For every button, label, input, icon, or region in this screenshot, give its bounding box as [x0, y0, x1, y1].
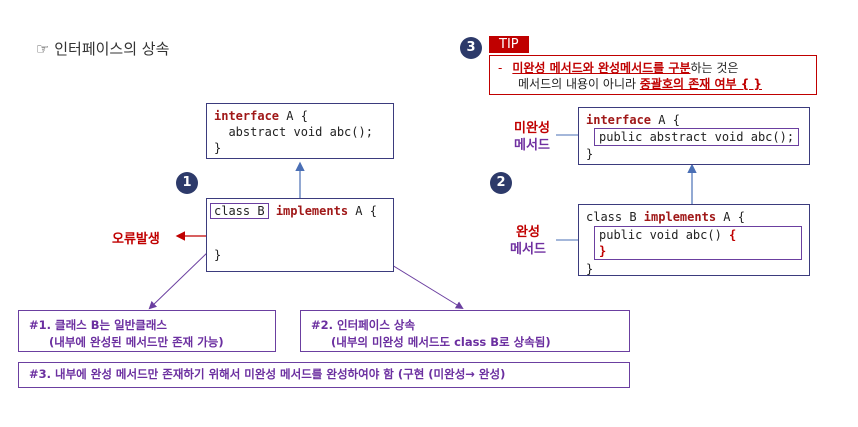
tip-line2: 메서드의 내용이 아니라 중괄호의 존재 여부 { }: [498, 76, 808, 92]
note-2-line2: (내부의 미완성 메서드도 class B로 상속됨): [331, 335, 551, 349]
right-implements-keyword: implements: [643, 210, 717, 224]
right-interface-line1: interface A {: [586, 112, 802, 128]
right-interface-box: interface A { public abstract void abc()…: [578, 107, 810, 165]
step-1-circle: 1: [176, 172, 198, 194]
step-2-circle: 2: [490, 172, 512, 194]
incomplete-label-line2: 메서드: [514, 138, 550, 153]
left-abstract-method: abstract void abc();: [214, 125, 373, 139]
page-title: ☞ 인터페이스의 상속: [36, 40, 170, 58]
note-1-line2: (내부에 완성된 메서드만 존재 가능): [49, 335, 224, 349]
step-3-circle: 3: [460, 37, 482, 59]
right-complete-method: public void abc() { }: [594, 226, 802, 260]
right-class-box: class B implements A { public void abc()…: [578, 204, 810, 276]
tip-badge: TIP: [489, 36, 529, 53]
left-interface-close: }: [214, 141, 222, 155]
complete-label-line1: 완성: [516, 225, 540, 240]
right-interface-name: A {: [651, 113, 680, 127]
tip-dash: -: [498, 61, 503, 75]
left-interface-box: interface A { abstract void abc(); }: [206, 103, 394, 159]
right-abstract-method: public abstract void abc();: [594, 128, 800, 146]
left-class-box: class B implements A { }: [206, 198, 394, 272]
note-1-line1: #1. 클래스 B는 일반클래스: [29, 318, 168, 332]
tip-box: -미완성 메서드와 완성메서드를 구분하는 것은 메서드의 내용이 아니라 중괄…: [489, 55, 817, 95]
right-method-line1: public void abc() {: [599, 227, 797, 243]
note-2: #2. 인터페이스 상속 (내부의 미완성 메서드도 class B로 상속됨): [300, 310, 630, 352]
tip-text-1: 하는 것은: [690, 61, 739, 75]
right-method-open-brace: {: [729, 228, 737, 242]
implements-target: A {: [348, 204, 377, 218]
right-class-decl: class B: [586, 210, 644, 224]
incomplete-method-label: 미완성 메서드: [508, 120, 556, 154]
left-class-line1: class B implements A {: [210, 203, 390, 219]
right-class-close: }: [586, 262, 594, 276]
error-label: 오류발생: [112, 232, 160, 247]
interface-name: A {: [279, 109, 308, 123]
tip-text-2: 메서드의 내용이 아니라: [518, 77, 640, 91]
note-2-line1: #2. 인터페이스 상속: [311, 318, 416, 332]
incomplete-label-line1: 미완성: [514, 121, 550, 136]
right-implements-target: A {: [716, 210, 745, 224]
tip-line1: -미완성 메서드와 완성메서드를 구분하는 것은: [498, 60, 808, 76]
implements-keyword: implements: [275, 204, 349, 218]
right-method-close-brace: }: [599, 244, 607, 258]
right-interface-keyword: interface: [586, 113, 652, 127]
complete-method-label: 완성 메서드: [504, 224, 552, 258]
right-method-signature: public void abc(): [599, 228, 730, 242]
interface-keyword: interface: [214, 109, 280, 123]
tip-highlight-2: 중괄호의 존재 여부 { }: [639, 77, 762, 91]
class-b-decl: class B: [210, 203, 269, 219]
complete-label-line2: 메서드: [510, 242, 546, 257]
right-interface-close: }: [586, 147, 594, 161]
note-3: #3. 내부에 완성 메서드만 존재하기 위해서 미완성 메서드를 완성하여야 …: [18, 362, 630, 388]
note-1: #1. 클래스 B는 일반클래스 (내부에 완성된 메서드만 존재 가능): [18, 310, 276, 352]
left-class-close: }: [214, 248, 222, 262]
right-class-line1: class B implements A {: [586, 209, 802, 225]
left-interface-line1: interface A {: [214, 108, 386, 124]
tip-highlight-1: 미완성 메서드와 완성메서드를 구분: [512, 61, 691, 75]
